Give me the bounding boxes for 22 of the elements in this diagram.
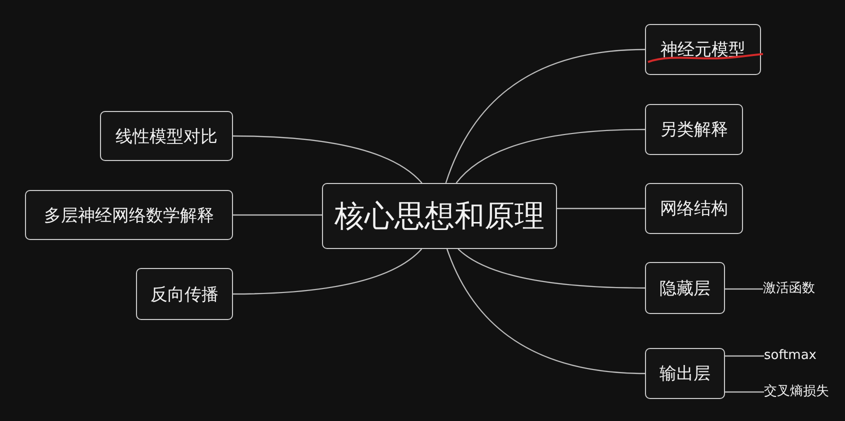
branch-text: softmax (764, 348, 816, 364)
branch-line (233, 248, 422, 295)
topic-box: 另类解释 (645, 104, 743, 155)
branch-line (446, 248, 646, 374)
branch-line (725, 391, 764, 393)
branch-line (456, 128, 645, 184)
branch-text: 交叉熵损失 (764, 384, 829, 400)
topic-box: 隐藏层 (645, 262, 725, 314)
branch-line (725, 355, 764, 357)
topic-box: 多层神经网络数学解释 (25, 190, 233, 240)
topic-box: 反向传播 (136, 268, 233, 320)
topic-box: 输出层 (645, 348, 725, 399)
branch-line (458, 248, 645, 289)
branch-line (445, 48, 646, 184)
topic-box: 线性模型对比 (100, 111, 233, 161)
branch-line (233, 214, 322, 216)
topic-box: 网络结构 (645, 183, 743, 234)
branch-line (557, 208, 645, 210)
topic-box: 核心思想和原理 (322, 183, 557, 249)
branch-line (725, 288, 763, 290)
branch-text: 激活函数 (763, 281, 815, 297)
branch-line (233, 135, 422, 184)
